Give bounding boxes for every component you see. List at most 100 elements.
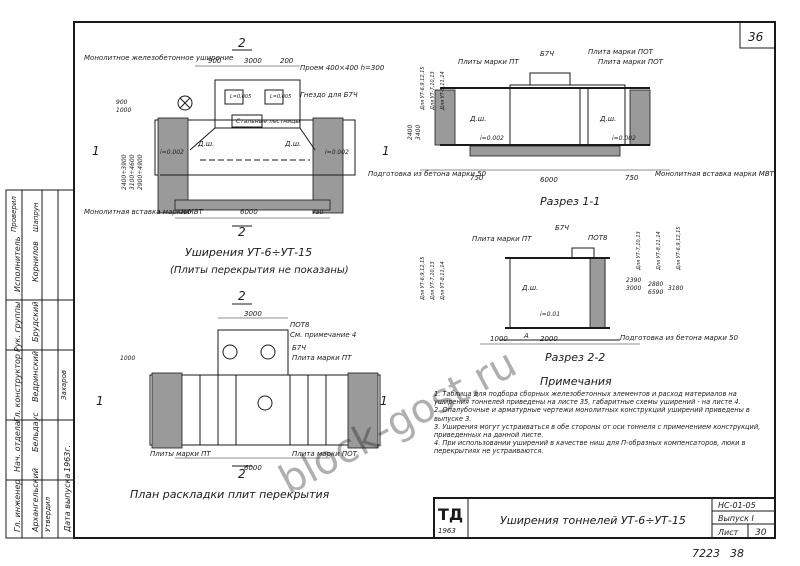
note-2: 2. Опалубочные и арматурные чертежи моно…	[434, 406, 750, 423]
sidebar-role-1: Гл. инженер	[13, 480, 22, 532]
sidebar-name-4: Брудский	[31, 302, 40, 342]
bl-label-slab-pt: Плита марки ПТ	[292, 354, 352, 362]
tl-dim-7: 750	[312, 209, 324, 216]
s22-label-pot8: ПОТ8	[588, 234, 608, 242]
notes-block: Примечания 1. Таблица для подбора сборны…	[434, 375, 761, 456]
s22-mark-2: A	[523, 332, 529, 340]
bl-section-2-bottom: 2	[238, 467, 246, 481]
s22-dim-1: 3000	[626, 285, 641, 292]
bl-dim-1: 6000	[244, 464, 262, 472]
bottom-number-2: 38	[730, 547, 744, 560]
tl-mark-3: i=0.002	[325, 149, 349, 156]
section-2-2: Разрез 2-2 Плита марки ПТ Б7Ч ПОТ8 Подго…	[420, 224, 739, 364]
note-4: 4. При использовании уширений в качестве…	[434, 439, 746, 456]
tl-section-1-right: 1	[382, 144, 390, 158]
s22-vtext-4: Для УТ-8,11,14	[656, 231, 662, 271]
s11-vtext-2: Для УТ-8,11,14	[440, 71, 446, 111]
tl-label-insert: Монолитная вставка марки МВТ	[84, 208, 204, 216]
sidebar-role-6: Проверил	[10, 196, 18, 232]
bottom-left-plan: 2 2 1 1 ПОТ8 См. примечание 4 Б7Ч Плита …	[96, 289, 388, 501]
tl-mark-0: Д.ш.	[197, 140, 214, 148]
tl-dim-8: 2400÷3900	[121, 154, 128, 190]
s11-label-insert: Монолитная вставка марки МВТ	[655, 170, 775, 178]
title-sheet-label: Лист	[717, 528, 739, 537]
bottom-number-1: 7223	[692, 547, 720, 560]
sidebar-role-7: Утвердил	[44, 496, 52, 532]
tl-mark-4: L=0.005	[230, 94, 251, 100]
section-1-1: Разрез 1-1 Б7Ч Плита марки ПОТ Плиты мар…	[368, 48, 775, 208]
note-3: 3. Уширения могут устраиваться в обе сто…	[434, 422, 761, 440]
page-number-box	[739, 21, 776, 49]
s22-mark-0: Д.ш.	[521, 284, 538, 292]
tl-dim-9: 3100÷4600	[129, 154, 136, 190]
s22-dim-5: 2000	[540, 335, 558, 343]
s11-dim-1: 6000	[540, 176, 558, 184]
s11-label-slab-pot: Плита марки ПОТ	[588, 48, 654, 56]
tl-label-opening: Проем 400×400 h=300	[300, 64, 385, 72]
s22-mark-1: i=0.01	[540, 311, 560, 318]
s11-vtext-1: Для УТ-7,10,13	[430, 71, 436, 111]
sidebar-role-5: Исполнитель	[13, 236, 22, 292]
tl-label-nest: Гнездо для Б7Ч	[300, 91, 358, 99]
sidebar-name-1: Архангельский	[31, 468, 40, 533]
title-sheet-number: 30	[755, 528, 767, 538]
s11-mark-0: Д.ш.	[469, 115, 486, 123]
s22-dim-6: 1000	[490, 335, 508, 343]
bl-caption: План раскладки плит перекрытия	[130, 488, 330, 501]
sidebar-name-3: Ведринский	[31, 351, 40, 402]
s22-label-b74: Б7Ч	[555, 224, 569, 232]
s11-mark-3: i=0.002	[612, 135, 636, 142]
sidebar-role-3: Гл. конструктор	[13, 354, 22, 422]
s11-dim-2: 750	[625, 174, 639, 182]
s22-title: Разрез 2-2	[545, 351, 605, 364]
title-logo: ТД	[438, 505, 463, 524]
bl-label-pot8: ПОТ8	[290, 321, 310, 329]
bl-section-1-right: 1	[380, 394, 388, 408]
title-year: 1963	[438, 527, 456, 535]
s22-dim-2: 2880	[648, 281, 663, 288]
tl-section-2-bottom: 2	[238, 225, 246, 239]
s22-vtext-1: Для УТ-7,10,13	[430, 261, 436, 301]
top-left-plan: 2 2 1 1 Монолитное железобетонное уширен…	[84, 36, 390, 239]
sidebar-name-2: Бельдаус	[31, 412, 40, 452]
s11-dim-3: 2400	[407, 125, 414, 140]
s22-label-slab-pt: Плита марки ПТ	[472, 235, 532, 243]
sidebar-date-label: Дата выпуска	[63, 474, 72, 533]
tl-mark-1: Д.ш.	[284, 140, 301, 148]
tl-dim-6: 750	[180, 209, 192, 216]
tl-caption-title: Уширения УТ-6÷УТ-15	[185, 246, 312, 259]
tl-section-2-top: 2	[238, 36, 246, 50]
page-number: 36	[748, 30, 764, 44]
s11-dim-0: 750	[470, 174, 484, 182]
tl-mark-5: L=0.005	[270, 94, 291, 100]
title-block: ТД 1963 Уширения тоннелей УТ-6÷УТ-15 НС-…	[433, 497, 776, 539]
bl-label-b74: Б7Ч	[292, 344, 306, 352]
note-1: 1. Таблица для подбора сборных железобет…	[434, 390, 741, 407]
title-text: Уширения тоннелей УТ-6÷УТ-15	[500, 514, 686, 527]
tl-label-monolith: Монолитное железобетонное уширение	[84, 54, 233, 62]
sidebar-name-7: Захаров	[60, 370, 68, 400]
sidebar-stamp: Гл. инженер Нач. отдела Гл. конструктор …	[5, 189, 75, 539]
s11-mark-2: i=0.002	[480, 135, 504, 142]
sidebar-name-5: Корнилов	[31, 241, 40, 282]
tl-dim-1: 3000	[244, 57, 262, 65]
s22-vtext-3: Для УТ-7,10,13	[636, 231, 642, 271]
s11-label-slabs-pt: Плиты марки ПТ	[458, 58, 519, 66]
tl-dim-10: 2900÷4900	[137, 154, 144, 190]
bl-dim-2: 1000	[120, 355, 135, 362]
s22-label-prep: Подготовка из бетона марки 50	[620, 334, 739, 342]
s22-dim-0: 2390	[626, 277, 641, 284]
bl-section-2-top: 2	[238, 289, 246, 303]
s11-vtext-0: Для УТ-6,9,12,15	[420, 67, 426, 111]
s22-dim-4: 3180	[668, 285, 683, 292]
bl-label-note: См. примечание 4	[290, 331, 356, 339]
tl-dim-5: 6000	[240, 208, 258, 216]
sidebar-date-value: 1963г.	[63, 445, 72, 472]
tl-section-1-left: 1	[92, 144, 100, 158]
tl-dim-3: 900	[116, 99, 128, 106]
s22-vtext-0: Для УТ-6,9,12,15	[420, 257, 426, 301]
bl-dim-0: 3000	[244, 310, 262, 318]
s11-label-b74: Б7Ч	[540, 50, 554, 58]
bl-label-slabs-pt: Плиты марки ПТ	[150, 450, 211, 458]
